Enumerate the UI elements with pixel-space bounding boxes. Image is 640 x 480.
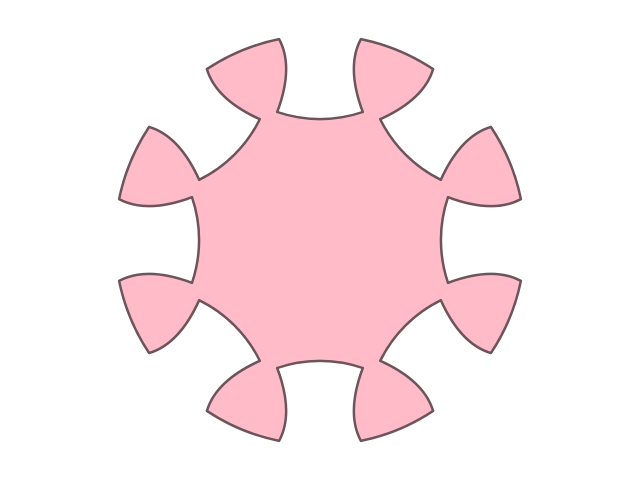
pink-gear-shape <box>117 37 523 443</box>
